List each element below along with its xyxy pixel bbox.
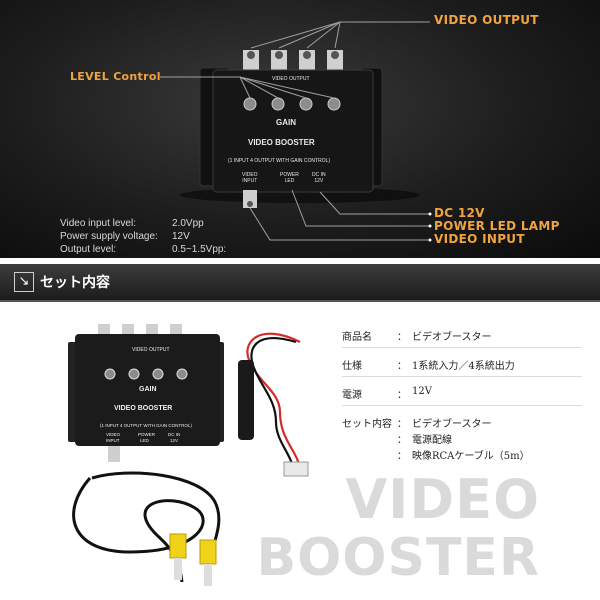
device-port-power-led: POWER LED — [280, 172, 299, 184]
row-key: 電源 — [342, 390, 362, 401]
spec-value: 0.5~1.5Vpp: — [172, 244, 227, 255]
row-divider — [342, 376, 582, 377]
device-port1-small: VIDEO — [106, 432, 121, 437]
row-key: 仕様 — [342, 361, 362, 372]
booster-device-image — [68, 324, 224, 462]
section-header: ↘ セット内容 — [0, 264, 600, 302]
hero-illustration — [160, 21, 432, 242]
row-divider — [342, 405, 582, 406]
device-top-label-small: VIDEO OUTPUT — [132, 347, 170, 353]
device-port1b-small: INPUT — [106, 438, 120, 443]
row-colon: ： — [397, 419, 407, 430]
spec-row: Power supply voltage: 12V — [60, 231, 190, 242]
device-gain-label-small: GAIN — [139, 386, 157, 393]
row-divider — [342, 347, 582, 348]
row-colon: ： — [397, 451, 407, 462]
device-top-label: VIDEO OUTPUT — [272, 76, 310, 82]
row-value: 12V — [412, 386, 432, 397]
row-value: ビデオブースター — [412, 419, 492, 430]
watermark-line-2: BOOSTER — [256, 528, 540, 588]
gain-knobs — [243, 97, 341, 111]
spec-label: Video input level: — [60, 218, 136, 229]
device-title: VIDEO BOOSTER — [248, 138, 315, 147]
row-colon: ： — [397, 435, 407, 446]
device-port3b-small: 12V — [170, 438, 178, 443]
device-port2-small: POWER — [138, 432, 156, 437]
hero-panel: VIDEO OUTPUT LEVEL Control DC 12V POWER … — [0, 0, 600, 258]
row-colon: ： — [397, 390, 407, 401]
spec-label: Power supply voltage: — [60, 231, 158, 242]
row-value: 映像RCAケーブル（5m） — [412, 451, 530, 462]
row-value: 電源配線 — [412, 435, 452, 446]
callout-power-led-lamp: POWER LED LAMP — [434, 219, 560, 233]
spec-value: 12V — [172, 231, 190, 242]
spec-row: Video input level: 2.0Vpp — [60, 218, 204, 229]
device-port-video-input: VIDEO INPUT — [242, 172, 258, 184]
rca-cable-image — [72, 471, 221, 586]
spec-row: Output level: 0.5~1.5Vpp: — [60, 244, 226, 255]
arrow-down-right-icon: ↘ — [14, 272, 34, 292]
spec-value: 2.0Vpp — [172, 218, 204, 229]
device-gain-label: GAIN — [276, 118, 296, 127]
device-port-dc-in: DC IN 12V — [312, 172, 326, 184]
callout-level-control: LEVEL Control — [70, 70, 161, 83]
row-value: 1系統入力／4系統出力 — [412, 361, 515, 372]
watermark-line-1: VIDEO — [345, 468, 540, 531]
output-rca-jacks — [243, 50, 343, 72]
power-cable-image — [238, 332, 309, 477]
device-port2b-small: LED — [140, 438, 150, 443]
device-subtitle-small: (1 INPUT 4 OUTPUT WITH GAIN CONTROL) — [100, 423, 192, 428]
row-colon: ： — [397, 361, 407, 372]
section-title: セット内容 — [40, 275, 110, 291]
spec-label: Output level: — [60, 244, 117, 255]
row-key: セット内容 — [342, 419, 392, 430]
row-value: ビデオブースター — [412, 332, 492, 343]
row-colon: ： — [397, 332, 407, 343]
callout-dc-12v: DC 12V — [434, 206, 485, 220]
device-subtitle: (1 INPUT 4 OUTPUT WITH GAIN CONTROL) — [228, 158, 331, 164]
set-contents-illustration: VIDEO OUTPUT GAIN VIDEO BOOSTER (1 INPUT… — [68, 324, 309, 586]
device-port3-small: DC IN — [168, 432, 180, 437]
callout-video-input: VIDEO INPUT — [434, 232, 525, 246]
row-key: 商品名 — [342, 332, 372, 343]
callout-video-output: VIDEO OUTPUT — [434, 13, 539, 27]
device-title-small: VIDEO BOOSTER — [114, 405, 172, 412]
